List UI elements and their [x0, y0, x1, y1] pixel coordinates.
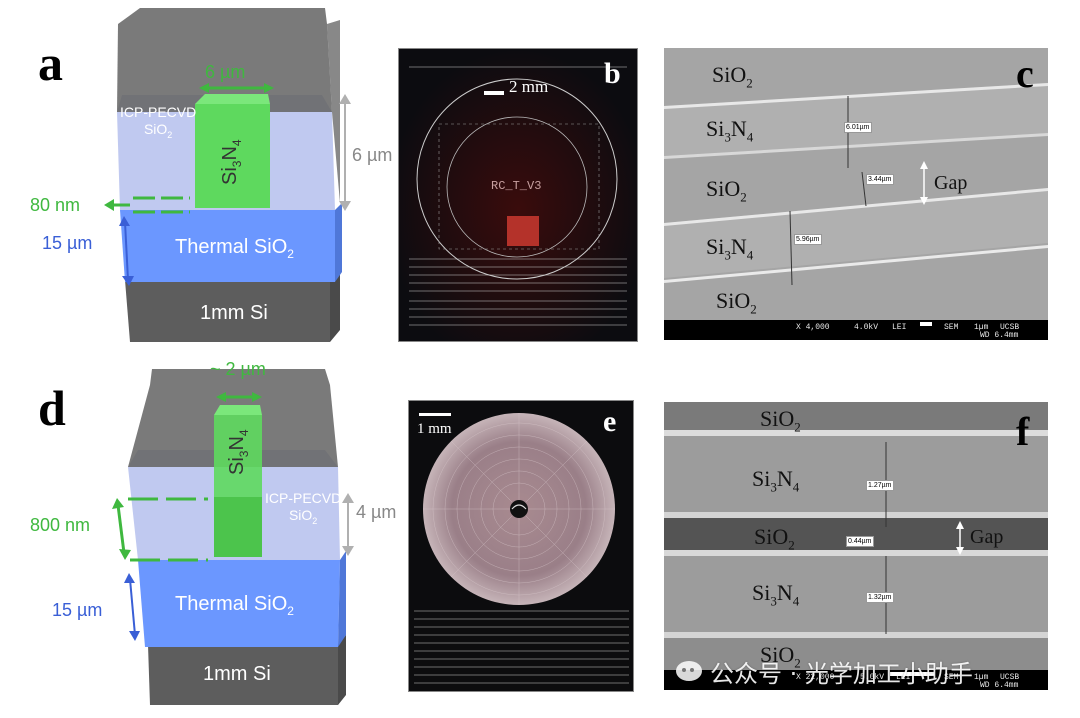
chip-text: RC_T_V3	[491, 179, 542, 193]
panel-e: 1 mm e	[408, 400, 634, 692]
sem-c-layer-4: Si3N4	[706, 234, 754, 263]
ring-outer	[416, 78, 618, 280]
panel-c-letter: c	[1016, 51, 1034, 96]
substrate-side	[330, 272, 340, 342]
sem-f-meas-2: 0.44µm	[846, 536, 874, 547]
spiral-photo	[414, 413, 629, 684]
substrate-label: 1mm Si	[200, 302, 268, 324]
watermark: 公众号 · 光学加工小助手	[676, 656, 973, 688]
panel-d: d ~ 2 µm Si3N4 ICP-PECVD SiO2 4 µm 800	[0, 355, 410, 718]
ring-inner	[446, 116, 588, 258]
top-box-front	[117, 24, 332, 112]
core-front	[195, 104, 270, 208]
width-label: 6 µm	[205, 62, 246, 82]
substrate-label-d: 1mm Si	[203, 663, 271, 685]
core-upper-d	[214, 415, 262, 497]
sem-c-layer-2: Si3N4	[706, 116, 754, 145]
height-label-d: 4 µm	[356, 502, 397, 522]
top-box-top	[118, 8, 327, 24]
panel-f-letter: f	[1016, 409, 1030, 454]
chip-photo	[399, 49, 637, 341]
core-label: Si3N4	[219, 139, 244, 185]
substrate-front-d	[148, 645, 338, 705]
pad-label: 80 nm	[30, 195, 81, 215]
scale-label-e: 1 mm	[417, 421, 452, 437]
sem-c-layer-5: SiO2	[716, 288, 757, 317]
core-front-d	[214, 497, 262, 557]
panel-d-schematic	[112, 369, 354, 705]
sem-f-meas-3: 1.32µm	[866, 592, 894, 603]
sem-c-meas-1: 6.01µm	[844, 122, 872, 133]
sem-f-scale-bar	[890, 672, 934, 676]
sem-f-layer-2: Si3N4	[752, 466, 800, 495]
sem-f-layer-4: Si3N4	[752, 580, 800, 609]
sem-c-gap-label: Gap	[934, 172, 968, 194]
height-label: 6 µm	[352, 145, 393, 165]
scale-bar-b	[484, 91, 504, 95]
thermal-oxide-front	[120, 210, 335, 282]
panel-a: a 6 µm Si3N4	[0, 0, 400, 350]
scale-label-b: 2 mm	[509, 77, 549, 96]
panel-b-letter: b	[604, 57, 621, 90]
thermal-thickness-label-d: 15 µm	[52, 600, 103, 620]
core-top	[195, 94, 270, 104]
thermal-oxide-front-d	[138, 560, 340, 647]
core-label-d: Si3N4	[226, 429, 251, 475]
sem-f-layer-5: SiO2	[760, 642, 801, 671]
watermark-text: 公众号 · 光学加工小助手	[710, 659, 973, 688]
sem-f-layer-1: SiO2	[760, 406, 801, 435]
thermal-label-d: Thermal SiO2	[175, 593, 294, 618]
sem-c-meas-2: 3.44µm	[866, 174, 894, 185]
chip-pad	[507, 216, 539, 246]
panel-d-letter: d	[38, 380, 66, 436]
sem-c-meas-3: 5.96µm	[794, 234, 822, 245]
sem-c-layer-1: SiO2	[712, 62, 753, 91]
panel-a-letter: a	[38, 35, 63, 91]
panel-b: 2 mm RC_T_V3 b	[398, 48, 638, 342]
thermal-thickness-arrow-d	[129, 578, 136, 636]
sem-c-scale-bar	[920, 322, 932, 326]
sem-f-layer-3: SiO2	[754, 524, 795, 553]
sem-f-meas-1: 1.27µm	[866, 480, 894, 491]
spiral-center	[510, 500, 528, 518]
wechat-icon	[676, 661, 702, 681]
cladding-label: ICP-PECVD SiO2	[120, 104, 197, 140]
core-thickness-arrow	[116, 504, 126, 554]
sem-c-layer-3: SiO2	[706, 176, 747, 205]
thermal-thickness-arrow	[124, 221, 129, 281]
top-box-side	[327, 20, 340, 203]
sem-f-footer: X 22,000 5.0kV LEI SEM 1µm UCSB WD 6.4mm	[664, 670, 1048, 690]
width-label-d: ~ 2 µm	[210, 359, 266, 379]
thermal-oxide-side	[335, 203, 342, 282]
panel-a-schematic	[104, 8, 351, 342]
scale-bar-e	[419, 413, 451, 416]
cladding-label-d: ICP-PECVD SiO2	[265, 490, 342, 526]
panel-e-letter: e	[603, 405, 617, 438]
thermal-thickness-label: 15 µm	[42, 233, 93, 253]
thermal-label: Thermal SiO2	[175, 236, 294, 261]
panel-c: SiO2 Si3N4 SiO2 Si3N4 SiO2 Gap 6.01µm 3.…	[664, 48, 1048, 340]
core-thickness-label: 800 nm	[30, 515, 91, 535]
sem-c-image	[664, 48, 1048, 340]
panel-f: SiO2 Si3N4 SiO2 Si3N4 SiO2 Gap 1.27µm 0.…	[664, 402, 1048, 690]
sem-c-footer: X 4,000 4.0kV LEI SEM 1µm UCSB WD 6.4mm	[664, 320, 1048, 340]
sem-f-gap-label: Gap	[970, 526, 1004, 548]
substrate-front	[125, 280, 330, 342]
